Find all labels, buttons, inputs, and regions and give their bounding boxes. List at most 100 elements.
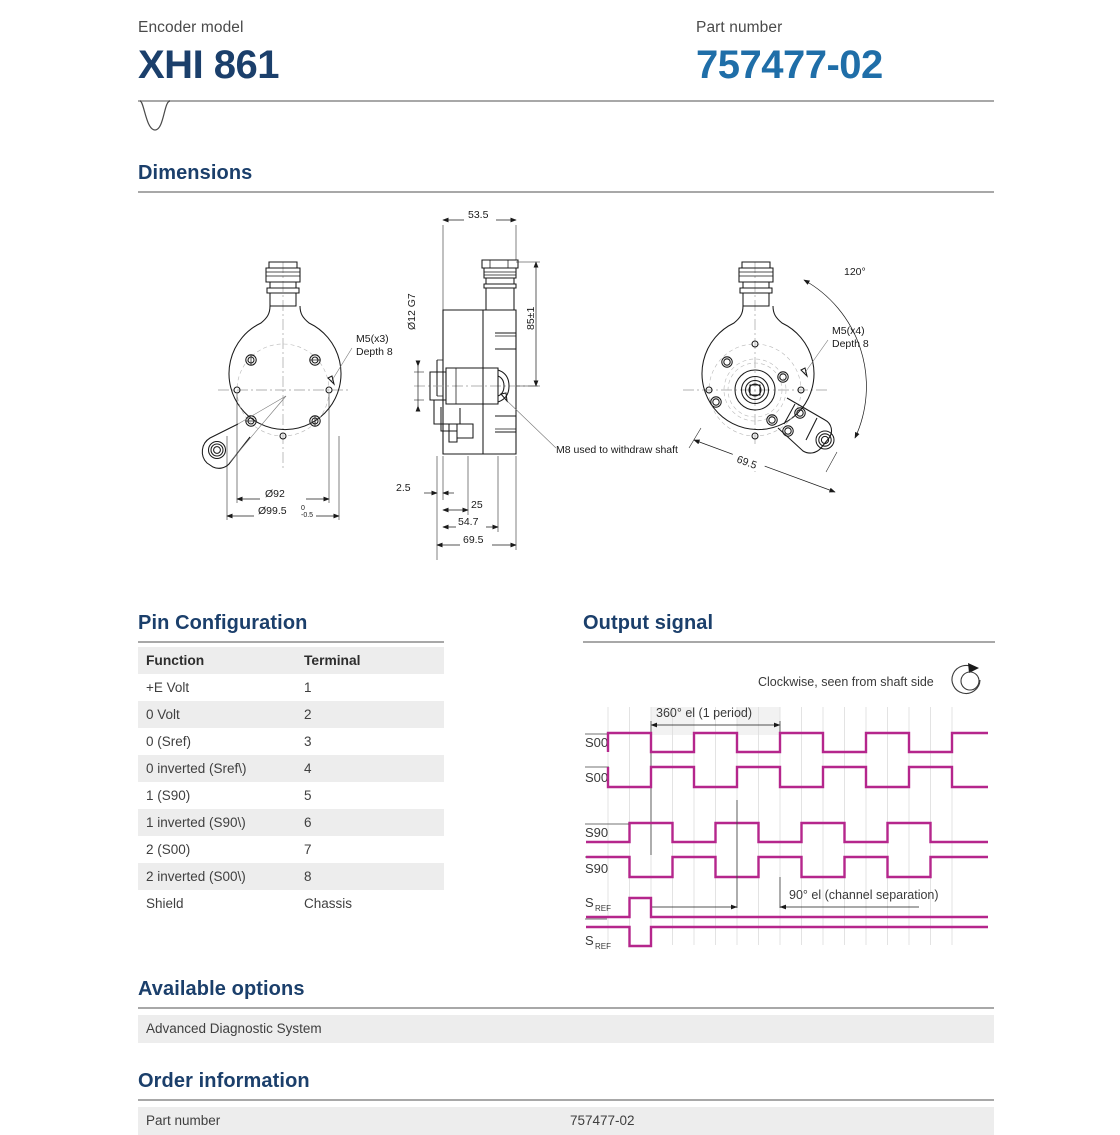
order-information-heading: Order information: [138, 1070, 310, 1092]
cell-terminal: 8: [304, 869, 312, 884]
channel-label-sref-inv: S: [585, 933, 594, 948]
table-row: 0 Volt 2: [138, 701, 444, 728]
mid-dim-c: 54.7: [458, 516, 479, 528]
mid-dim-b: 25: [471, 499, 483, 511]
right-callout-m5: M5(x4): [832, 325, 865, 337]
waveform-s90-inverted: [586, 855, 988, 879]
left-callout-depth: Depth 8: [356, 346, 393, 358]
drawing-left-view: M5(x3) Depth 8 Ø92 Ø99.5 0 -0.5: [201, 261, 393, 520]
cell-terminal: 1: [304, 680, 312, 695]
left-dim-outer-tol-upper: 0: [301, 505, 305, 512]
channel-label-s90: S90: [585, 825, 608, 840]
cell-function: 1 inverted (S90\): [146, 815, 246, 830]
pin-configuration-divider: [138, 641, 444, 643]
section-pin-configuration: Pin Configuration Function Terminal +E V…: [138, 610, 444, 917]
channel-label-s90-inv: S90: [585, 861, 608, 876]
section-available-options: Available options Advanced Diagnostic Sy…: [138, 976, 994, 1043]
header-notch-decoration: [139, 100, 171, 131]
cell-terminal: 6: [304, 815, 312, 830]
channel-sub-sref-inv: REF: [595, 942, 611, 951]
rotation-note: Clockwise, seen from shaft side: [758, 675, 934, 689]
channel-label-sref: S: [585, 895, 594, 910]
cell-function: Shield: [146, 896, 184, 911]
waveform-s00-inverted: [606, 765, 988, 789]
left-callout-m5: M5(x3): [356, 333, 389, 345]
waveform-s00: [606, 731, 988, 754]
cell-terminal: 2: [304, 707, 312, 722]
encoder-model-label: Encoder model: [138, 19, 244, 36]
cell-function: 1 (S90): [146, 788, 191, 803]
output-signal-heading: Output signal: [583, 612, 714, 634]
cell-terminal: 3: [304, 734, 312, 749]
clockwise-rotation-icon: [951, 663, 981, 695]
cell-terminal: 7: [304, 842, 312, 857]
right-dim-angle: 120°: [844, 266, 866, 278]
waveform-sref: [586, 896, 988, 919]
mid-dim-height: 85±1: [525, 307, 537, 330]
section-order-information: Order information Part number 757477-02: [138, 1068, 994, 1135]
table-row: +E Volt 1: [138, 674, 444, 701]
drawing-right-view: 120° M5(x4) Depth 8 69.5: [683, 261, 869, 493]
drawing-middle-view: 53.5: [396, 208, 678, 560]
part-number-block: Part number 757477-02: [696, 18, 883, 90]
mid-note-m8: M8 used to withdraw shaft: [556, 444, 678, 456]
cell-function: 0 Volt: [146, 707, 180, 722]
page-header: Encoder model XHI 861 Part number 757477…: [138, 18, 994, 106]
channel-sub-sref: REF: [595, 904, 611, 913]
left-dim-outer: Ø99.5: [258, 505, 287, 517]
order-part-number-value: 757477-02: [570, 1113, 635, 1128]
column-header-function: Function: [146, 653, 205, 668]
available-options-divider: [138, 1007, 994, 1009]
left-dim-bolt-circle: Ø92: [265, 488, 285, 500]
part-number-value: 757477-02: [696, 43, 883, 87]
header-divider: [138, 100, 994, 102]
part-number-label: Part number: [696, 19, 783, 36]
dimensions-divider: [138, 191, 994, 193]
table-row: 1 (S90) 5: [138, 782, 444, 809]
encoder-model-block: Encoder model XHI 861: [138, 18, 280, 90]
table-row: 2 inverted (S00\) 8: [138, 863, 444, 890]
encoder-model-value: XHI 861: [138, 43, 280, 87]
cell-terminal: 5: [304, 788, 312, 803]
mid-dim-a: 2.5: [396, 482, 411, 494]
period-label: 360° el (1 period): [656, 706, 752, 720]
section-dimensions: Dimensions: [138, 160, 994, 193]
cell-terminal: Chassis: [304, 896, 353, 911]
cell-function: 0 (Sref): [146, 734, 192, 749]
pin-table-body: +E Volt 1 0 Volt 2 0 (Sref) 3 0 inverted…: [138, 674, 444, 917]
output-signal-divider: [583, 641, 995, 643]
table-header-row: Function Terminal: [138, 647, 444, 674]
waveform-s90: [586, 821, 988, 844]
column-header-terminal: Terminal: [304, 653, 361, 668]
cell-function: 2 inverted (S00\): [146, 869, 246, 884]
order-part-number-label: Part number: [146, 1113, 221, 1128]
available-options-heading: Available options: [138, 978, 305, 1000]
separation-label: 90° el (channel separation): [789, 888, 939, 902]
waveform-sref-inverted: [586, 925, 988, 948]
table-row: 0 inverted (Sref\) 4: [138, 755, 444, 782]
mid-dim-d: 69.5: [463, 534, 484, 546]
cell-function: 0 inverted (Sref\): [146, 761, 247, 776]
channel-label-s00-inv: S00: [585, 770, 608, 785]
output-signal-diagram: .grid{stroke:#dcdcdc;stroke-width:0.8;} …: [583, 655, 995, 955]
table-row: 0 (Sref) 3: [138, 728, 444, 755]
dimensions-heading: Dimensions: [138, 162, 253, 184]
cell-function: +E Volt: [146, 680, 190, 695]
pin-configuration-heading: Pin Configuration: [138, 612, 308, 634]
table-row: 2 (S00) 7: [138, 836, 444, 863]
pin-configuration-table: Function Terminal +E Volt 1 0 Volt 2 0 (…: [138, 647, 444, 917]
right-callout-depth: Depth 8: [832, 338, 869, 350]
mid-dim-shaft: Ø12 G7: [406, 293, 418, 330]
table-row: 1 inverted (S90\) 6: [138, 809, 444, 836]
left-dim-outer-tol-lower: -0.5: [301, 512, 313, 519]
channel-label-s00: S00: [585, 735, 608, 750]
order-information-divider: [138, 1099, 994, 1101]
table-row: Shield Chassis: [138, 890, 444, 917]
cell-function: 2 (S00): [146, 842, 191, 857]
dimension-drawings: .ln{fill:none;stroke:#1a1a1a;stroke-widt…: [138, 200, 998, 580]
order-information-row: Part number 757477-02: [138, 1107, 994, 1135]
mid-dim-top: 53.5: [468, 209, 489, 221]
section-output-signal: Output signal .grid{stroke:#dcdcdc;strok…: [583, 610, 995, 955]
available-option-label: Advanced Diagnostic System: [146, 1021, 322, 1036]
